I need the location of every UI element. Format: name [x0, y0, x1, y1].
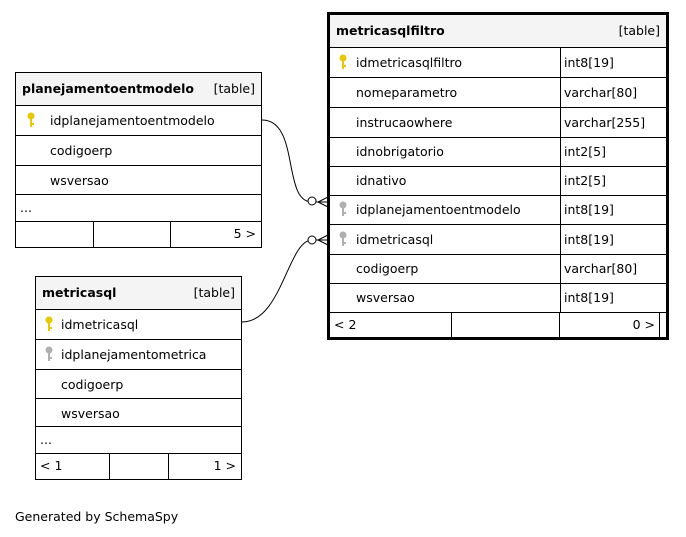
foreign-key-icon [45, 346, 53, 361]
footer-cell-parents: 5 > [171, 221, 261, 247]
table-kind: [table] [213, 81, 255, 96]
table-planejamentoentmodelo[interactable]: planejamentoentmodelo [table] idplanejam… [15, 72, 262, 248]
table-name: planejamentoentmodelo [22, 81, 194, 96]
column-row: idnativo int2[5] [330, 166, 666, 196]
table-kind: [table] [193, 285, 235, 300]
column-row: wsversao int8[19] [330, 283, 666, 313]
parents-count: 0 > [632, 317, 655, 332]
footer-cell-parents: 0 > [560, 312, 660, 337]
column-row: idmetricasqlfiltro int8[19] [330, 48, 666, 78]
column-name: codigoerp [356, 261, 419, 276]
column-type: int8[19] [560, 283, 660, 312]
column-name: idmetricasql [356, 232, 434, 247]
column-name: wsversao [61, 406, 120, 421]
column-row: codigoerp varchar[80] [330, 254, 666, 284]
table-footer: < 1 1 > [36, 453, 241, 479]
foreign-key-icon [339, 201, 347, 216]
column-row: idnobrigatorio int2[5] [330, 137, 666, 167]
primary-key-icon [45, 316, 53, 331]
column-name: idplanejamentometrica [61, 347, 207, 362]
table-footer: < 2 0 > [330, 312, 666, 337]
column-name: idnobrigatorio [356, 144, 444, 159]
column-type: int8[19] [560, 195, 660, 224]
footer-cell-blank [110, 453, 169, 479]
column-row: codigoerp [36, 370, 241, 399]
relationship-crowfoot [316, 233, 331, 247]
table-name: metricasql [42, 285, 117, 300]
primary-key-icon [339, 54, 347, 69]
column-name: idplanejamentoentmodelo [50, 113, 215, 128]
footer-cell-children [16, 221, 94, 247]
column-row: instrucaowhere varchar[255] [330, 108, 666, 138]
column-name: idmetricasql [61, 317, 139, 332]
column-name: idnativo [356, 173, 407, 188]
column-name: nomeparametro [356, 85, 458, 100]
column-name: instrucaowhere [356, 115, 453, 130]
column-name: codigoerp [50, 143, 113, 158]
column-name: wsversao [50, 173, 109, 188]
column-type: int2[5] [560, 166, 660, 195]
column-row: idmetricasql int8[19] [330, 225, 666, 255]
column-type: varchar[80] [560, 78, 660, 107]
table-header: metricasql [table] [36, 277, 241, 310]
more-columns-row: ... [36, 427, 241, 454]
table-footer: 5 > [16, 221, 261, 247]
column-row: idplanejamentoentmodelo int8[19] [330, 195, 666, 225]
column-name: idplanejamentoentmodelo [356, 202, 521, 217]
column-row: nomeparametro varchar[80] [330, 78, 666, 108]
table-name: metricasqlfiltro [336, 23, 445, 38]
column-name: wsversao [356, 290, 415, 305]
children-count: < 1 [40, 458, 63, 473]
more-columns-ellipsis: ... [20, 200, 32, 215]
column-type: varchar[255] [560, 108, 660, 137]
table-kind: [table] [618, 23, 660, 38]
column-type: int8[19] [560, 225, 660, 254]
column-type: int2[5] [560, 137, 660, 166]
relationship-optional-marker [307, 196, 317, 206]
column-row: wsversao [36, 399, 241, 427]
footer-cell-blank [94, 221, 171, 247]
column-row: wsversao [16, 166, 261, 195]
relationship-optional-marker [307, 235, 317, 245]
parents-count: 5 > [233, 226, 256, 241]
relationship-metricasql-to-metricasqlfiltro [241, 239, 330, 323]
table-metricasql[interactable]: metricasql [table] idmetricasql idplanej… [35, 276, 242, 480]
relationship-planejamentoentmodelo-to-metricasqlfiltro [261, 119, 330, 203]
table-metricasqlfiltro[interactable]: metricasqlfiltro [table] idmetricasqlfil… [327, 12, 669, 340]
parents-count: 1 > [213, 458, 236, 473]
footer-cell-parents: 1 > [169, 453, 241, 479]
foreign-key-icon [339, 231, 347, 246]
table-header: planejamentoentmodelo [table] [16, 73, 261, 106]
column-name: codigoerp [61, 377, 124, 392]
primary-key-icon [27, 112, 35, 127]
relationship-crowfoot [316, 195, 331, 209]
footer-cell-children: < 1 [36, 453, 110, 479]
generator-credit: Generated by SchemaSpy [15, 509, 179, 524]
more-columns-row: ... [16, 195, 261, 222]
footer-cell-children: < 2 [330, 312, 452, 337]
table-header: metricasqlfiltro [table] [330, 15, 666, 48]
children-count: < 2 [334, 317, 357, 332]
column-name: idmetricasqlfiltro [356, 55, 462, 70]
more-columns-ellipsis: ... [40, 432, 52, 447]
footer-cell-blank [452, 312, 560, 337]
column-row: idplanejamentometrica [36, 340, 241, 370]
column-row: idmetricasql [36, 310, 241, 340]
column-row: codigoerp [16, 136, 261, 166]
column-row: idplanejamentoentmodelo [16, 106, 261, 136]
column-type: int8[19] [560, 48, 660, 77]
column-type: varchar[80] [560, 254, 660, 283]
